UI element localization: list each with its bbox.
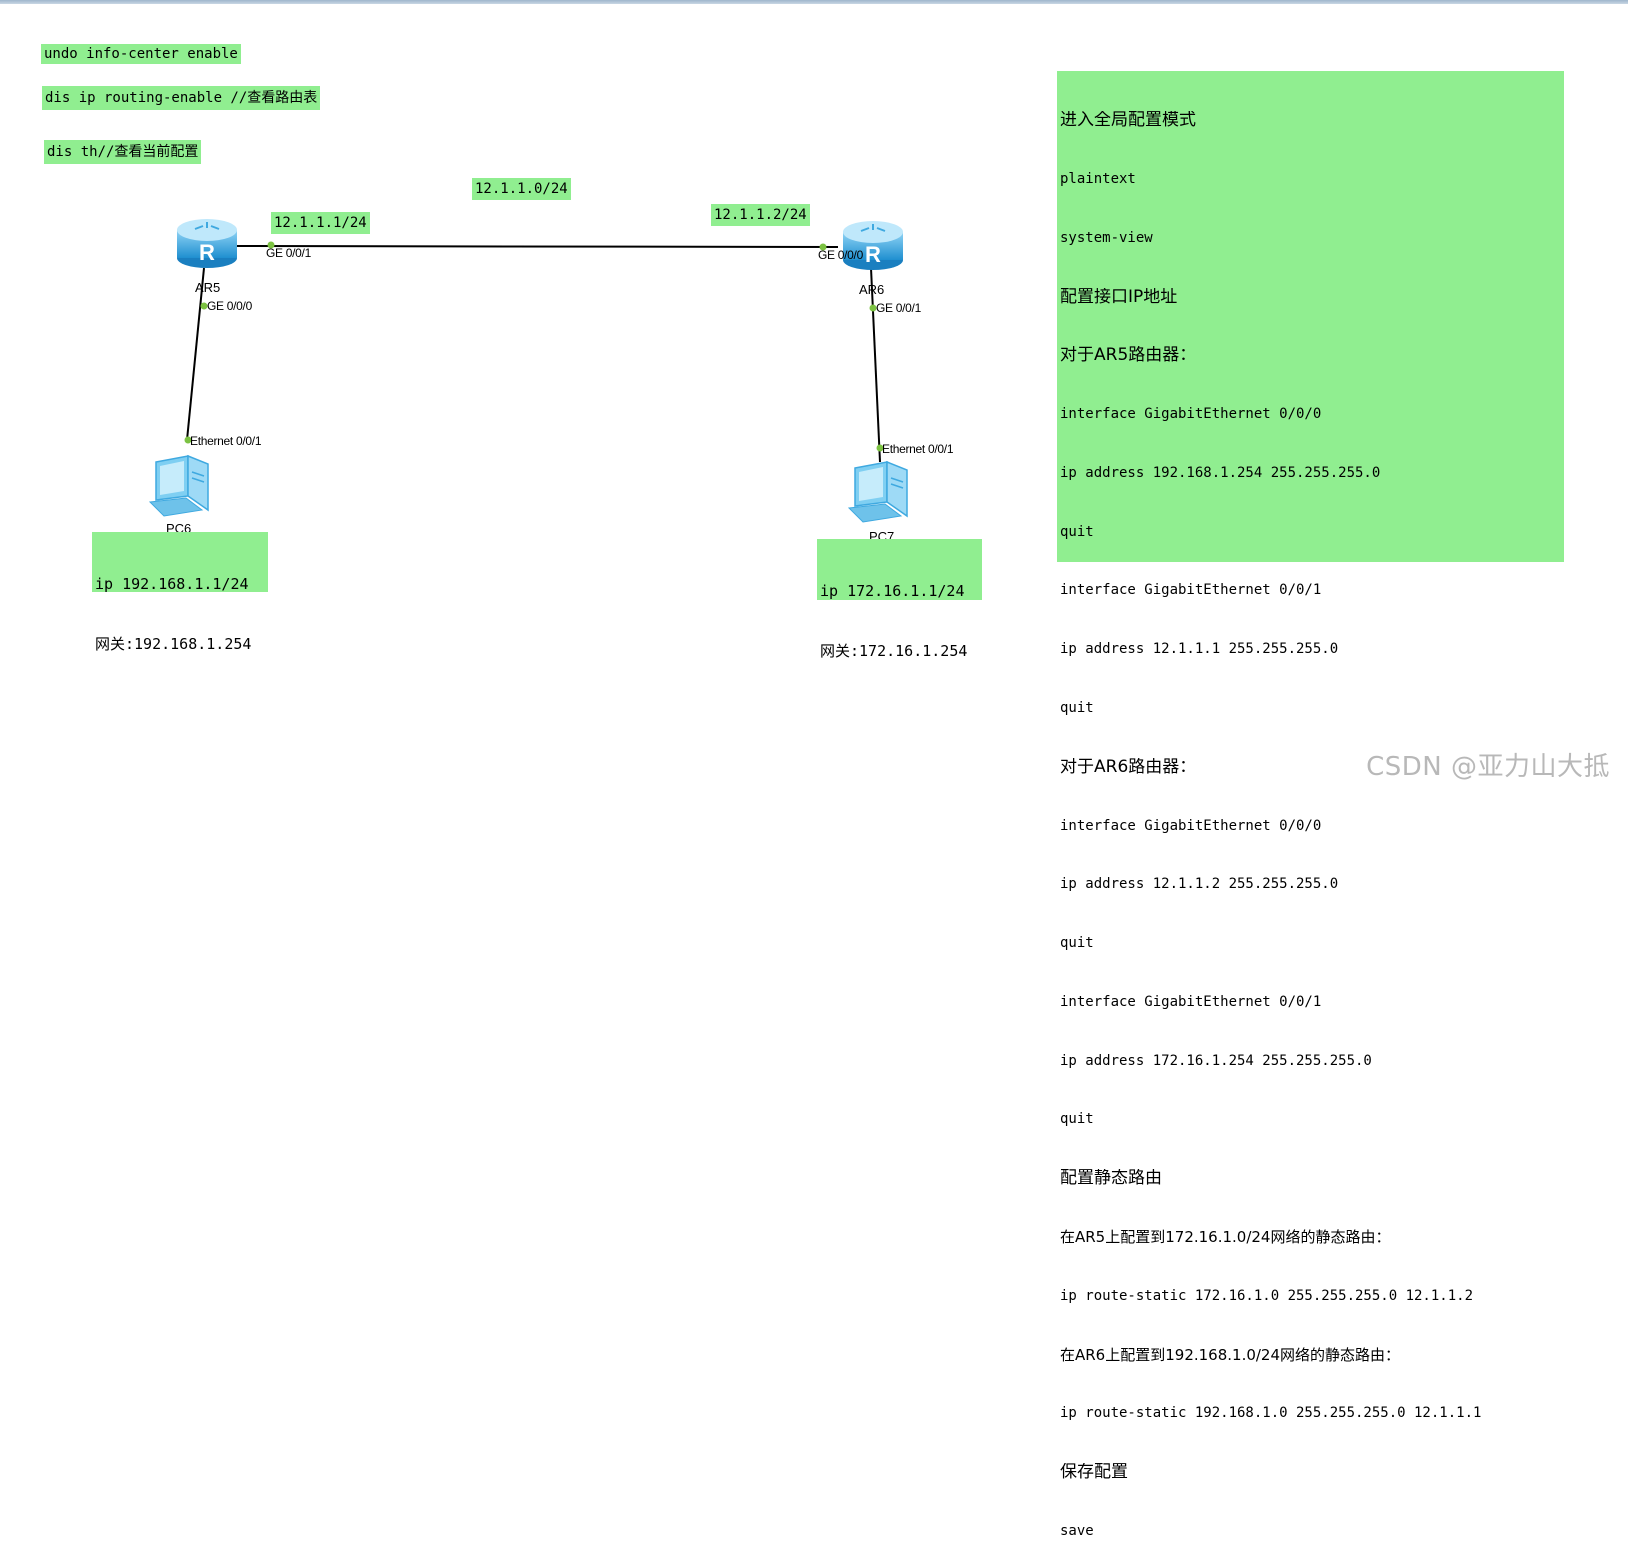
config-line: interface GigabitEthernet 0/0/1 <box>1060 993 1322 1010</box>
config-line: quit <box>1060 700 1094 716</box>
pc-pc7[interactable] <box>845 460 915 526</box>
note-ar6-ip: 12.1.1.2/24 <box>711 204 810 226</box>
port-label-ar6-ge001: GE 0/0/1 <box>876 301 921 315</box>
port-dot <box>819 243 827 251</box>
config-line: quit <box>1060 935 1094 952</box>
config-line: plaintext <box>1060 170 1136 187</box>
note-undo-info-center: undo info-center enable <box>41 44 241 64</box>
link-ar6-pc7 <box>870 267 881 463</box>
config-line: system-view <box>1060 229 1153 246</box>
config-line: 对于AR5路由器： <box>1060 346 1197 366</box>
config-line: ip address 12.1.1.1 255.255.255.0 <box>1060 641 1339 658</box>
config-line: 在AR6上配置到192.168.1.0/24网络的静态路由： <box>1060 1345 1401 1364</box>
svg-text:R: R <box>199 240 215 265</box>
config-line: quit <box>1060 523 1094 540</box>
pc6-ip: ip 192.168.1.1/24 <box>95 575 249 593</box>
port-dot <box>876 444 884 452</box>
note-pc7-config: ip 172.16.1.1/24 网关:172.16.1.254 <box>817 539 982 660</box>
port-label-pc6-eth: Ethernet 0/0/1 <box>190 434 262 448</box>
config-line: 保存配置 <box>1060 1463 1128 1483</box>
config-line: quit <box>1060 1111 1094 1128</box>
port-label-pc7-eth: Ethernet 0/0/1 <box>882 442 954 456</box>
topology-links <box>184 241 884 463</box>
config-line: save <box>1060 1522 1094 1539</box>
link-ar5-pc6 <box>186 267 205 441</box>
config-line: ip address 12.1.1.2 255.255.255.0 <box>1060 876 1339 893</box>
config-line: ip route-static 172.16.1.0 255.255.255.0… <box>1060 1287 1474 1304</box>
watermark: CSDN @亚力山大抵 <box>1366 752 1610 782</box>
svg-text:R: R <box>865 242 881 267</box>
port-dot <box>200 302 208 310</box>
window-top-border <box>0 0 1628 4</box>
link-ar5-ar6 <box>232 245 839 248</box>
device-label-ar6: AR6 <box>859 282 885 297</box>
note-dis-th: dis th//查看当前配置 <box>44 140 202 164</box>
config-line: 对于AR6路由器： <box>1060 757 1197 777</box>
config-line: 配置接口IP地址 <box>1060 287 1178 307</box>
port-label-ar5-ge000: GE 0/0/0 <box>207 299 252 313</box>
port-label-ar5-ge001: GE 0/0/1 <box>266 246 311 260</box>
config-line: ip route-static 192.168.1.0 255.255.255.… <box>1060 1405 1482 1422</box>
device-label-ar5: AR5 <box>195 280 221 295</box>
config-line: ip address 172.16.1.254 255.255.255.0 <box>1060 1052 1372 1069</box>
pc7-ip: ip 172.16.1.1/24 <box>820 582 965 600</box>
config-line: interface GigabitEthernet 0/0/0 <box>1060 817 1322 834</box>
router-icon: R <box>177 219 237 268</box>
config-line: 配置静态路由 <box>1060 1169 1162 1189</box>
router-ar5[interactable]: R <box>175 212 239 270</box>
config-line: interface GigabitEthernet 0/0/1 <box>1060 582 1322 599</box>
port-dot <box>267 241 275 249</box>
note-configuration-steps: 进入全局配置模式 plaintext system-view 配置接口IP地址 … <box>1057 71 1564 1539</box>
config-line: ip address 192.168.1.254 255.255.255.0 <box>1060 464 1381 481</box>
pc6-gateway: 网关:192.168.1.254 <box>95 635 252 653</box>
pc7-gateway: 网关:172.16.1.254 <box>820 642 968 660</box>
note-ar5-ip: 12.1.1.1/24 <box>271 212 370 234</box>
port-label-ar6-ge000: GE 0/0/0 <box>818 248 863 262</box>
port-dot <box>184 436 192 444</box>
pc-icon <box>847 460 908 523</box>
config-line: 进入全局配置模式 <box>1060 111 1196 131</box>
config-line: 在AR5上配置到172.16.1.0/24网络的静态路由： <box>1060 1228 1391 1247</box>
note-network: 12.1.1.0/24 <box>472 178 571 200</box>
pc-icon <box>148 454 209 517</box>
pc-pc6[interactable] <box>146 454 216 520</box>
port-dot <box>869 304 877 312</box>
note-dis-ip-routing: dis ip routing-enable //查看路由表 <box>42 86 321 110</box>
config-line: interface GigabitEthernet 0/0/0 <box>1060 406 1322 423</box>
router-icon: R <box>843 221 903 270</box>
router-ar6[interactable]: R <box>841 214 905 272</box>
note-pc6-config: ip 192.168.1.1/24 网关:192.168.1.254 <box>92 532 268 653</box>
